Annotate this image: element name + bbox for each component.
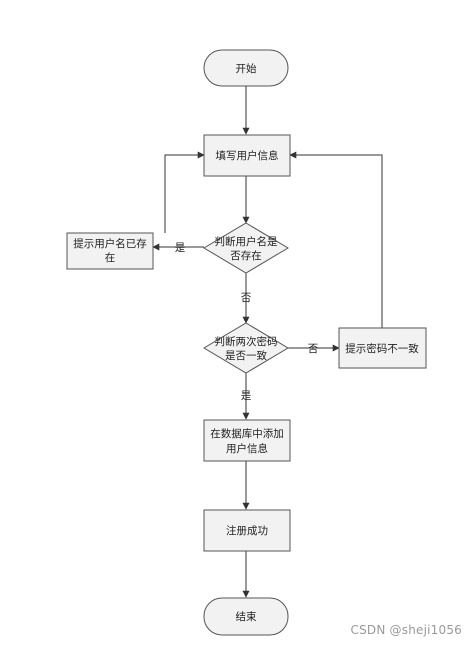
edge-label-password-yes: 是	[241, 390, 252, 402]
start-label: 开始	[236, 62, 257, 75]
add-to-db-node: 在数据库中添加 用户信息	[203, 419, 291, 462]
register-success-label: 注册成功	[226, 524, 268, 537]
check-password-node: 判断两次密码 是否一致	[203, 322, 289, 374]
register-success-node: 注册成功	[203, 509, 291, 552]
edges	[152, 86, 383, 598]
password-mismatch-node: 提示密码不一致	[338, 327, 427, 369]
watermark: CSDN @sheji1056	[350, 623, 462, 637]
fill-info-label: 填写用户信息	[216, 149, 279, 162]
check-username-label-line1: 判断用户名是	[215, 235, 278, 248]
password-mismatch-label: 提示密码不一致	[345, 342, 419, 355]
end-label: 结束	[236, 610, 257, 623]
check-username-node: 判断用户名是 否存在	[203, 222, 289, 274]
edge-password-mismatch-loop	[289, 151, 383, 328]
start-node: 开始	[203, 49, 289, 87]
username-exists-label-line1: 提示用户名已存	[73, 237, 147, 250]
username-exists-label-line2: 在	[105, 252, 116, 264]
add-to-db-label-line2: 用户信息	[226, 442, 268, 455]
fill-info-node: 填写用户信息	[203, 134, 291, 177]
username-exists-node: 提示用户名已存 在	[66, 232, 154, 270]
check-password-label-line2: 是否一致	[225, 349, 267, 362]
edge-username-exists-loop	[164, 151, 205, 233]
end-node: 结束	[203, 597, 289, 636]
edge-label-password-no: 否	[308, 343, 319, 355]
edge-label-username-yes: 是	[175, 242, 186, 254]
add-to-db-label-line1: 在数据库中添加	[210, 427, 284, 440]
check-password-label-line1: 判断两次密码	[215, 335, 278, 348]
check-username-label-line2: 否存在	[230, 249, 262, 262]
edge-label-username-no: 否	[241, 292, 252, 304]
